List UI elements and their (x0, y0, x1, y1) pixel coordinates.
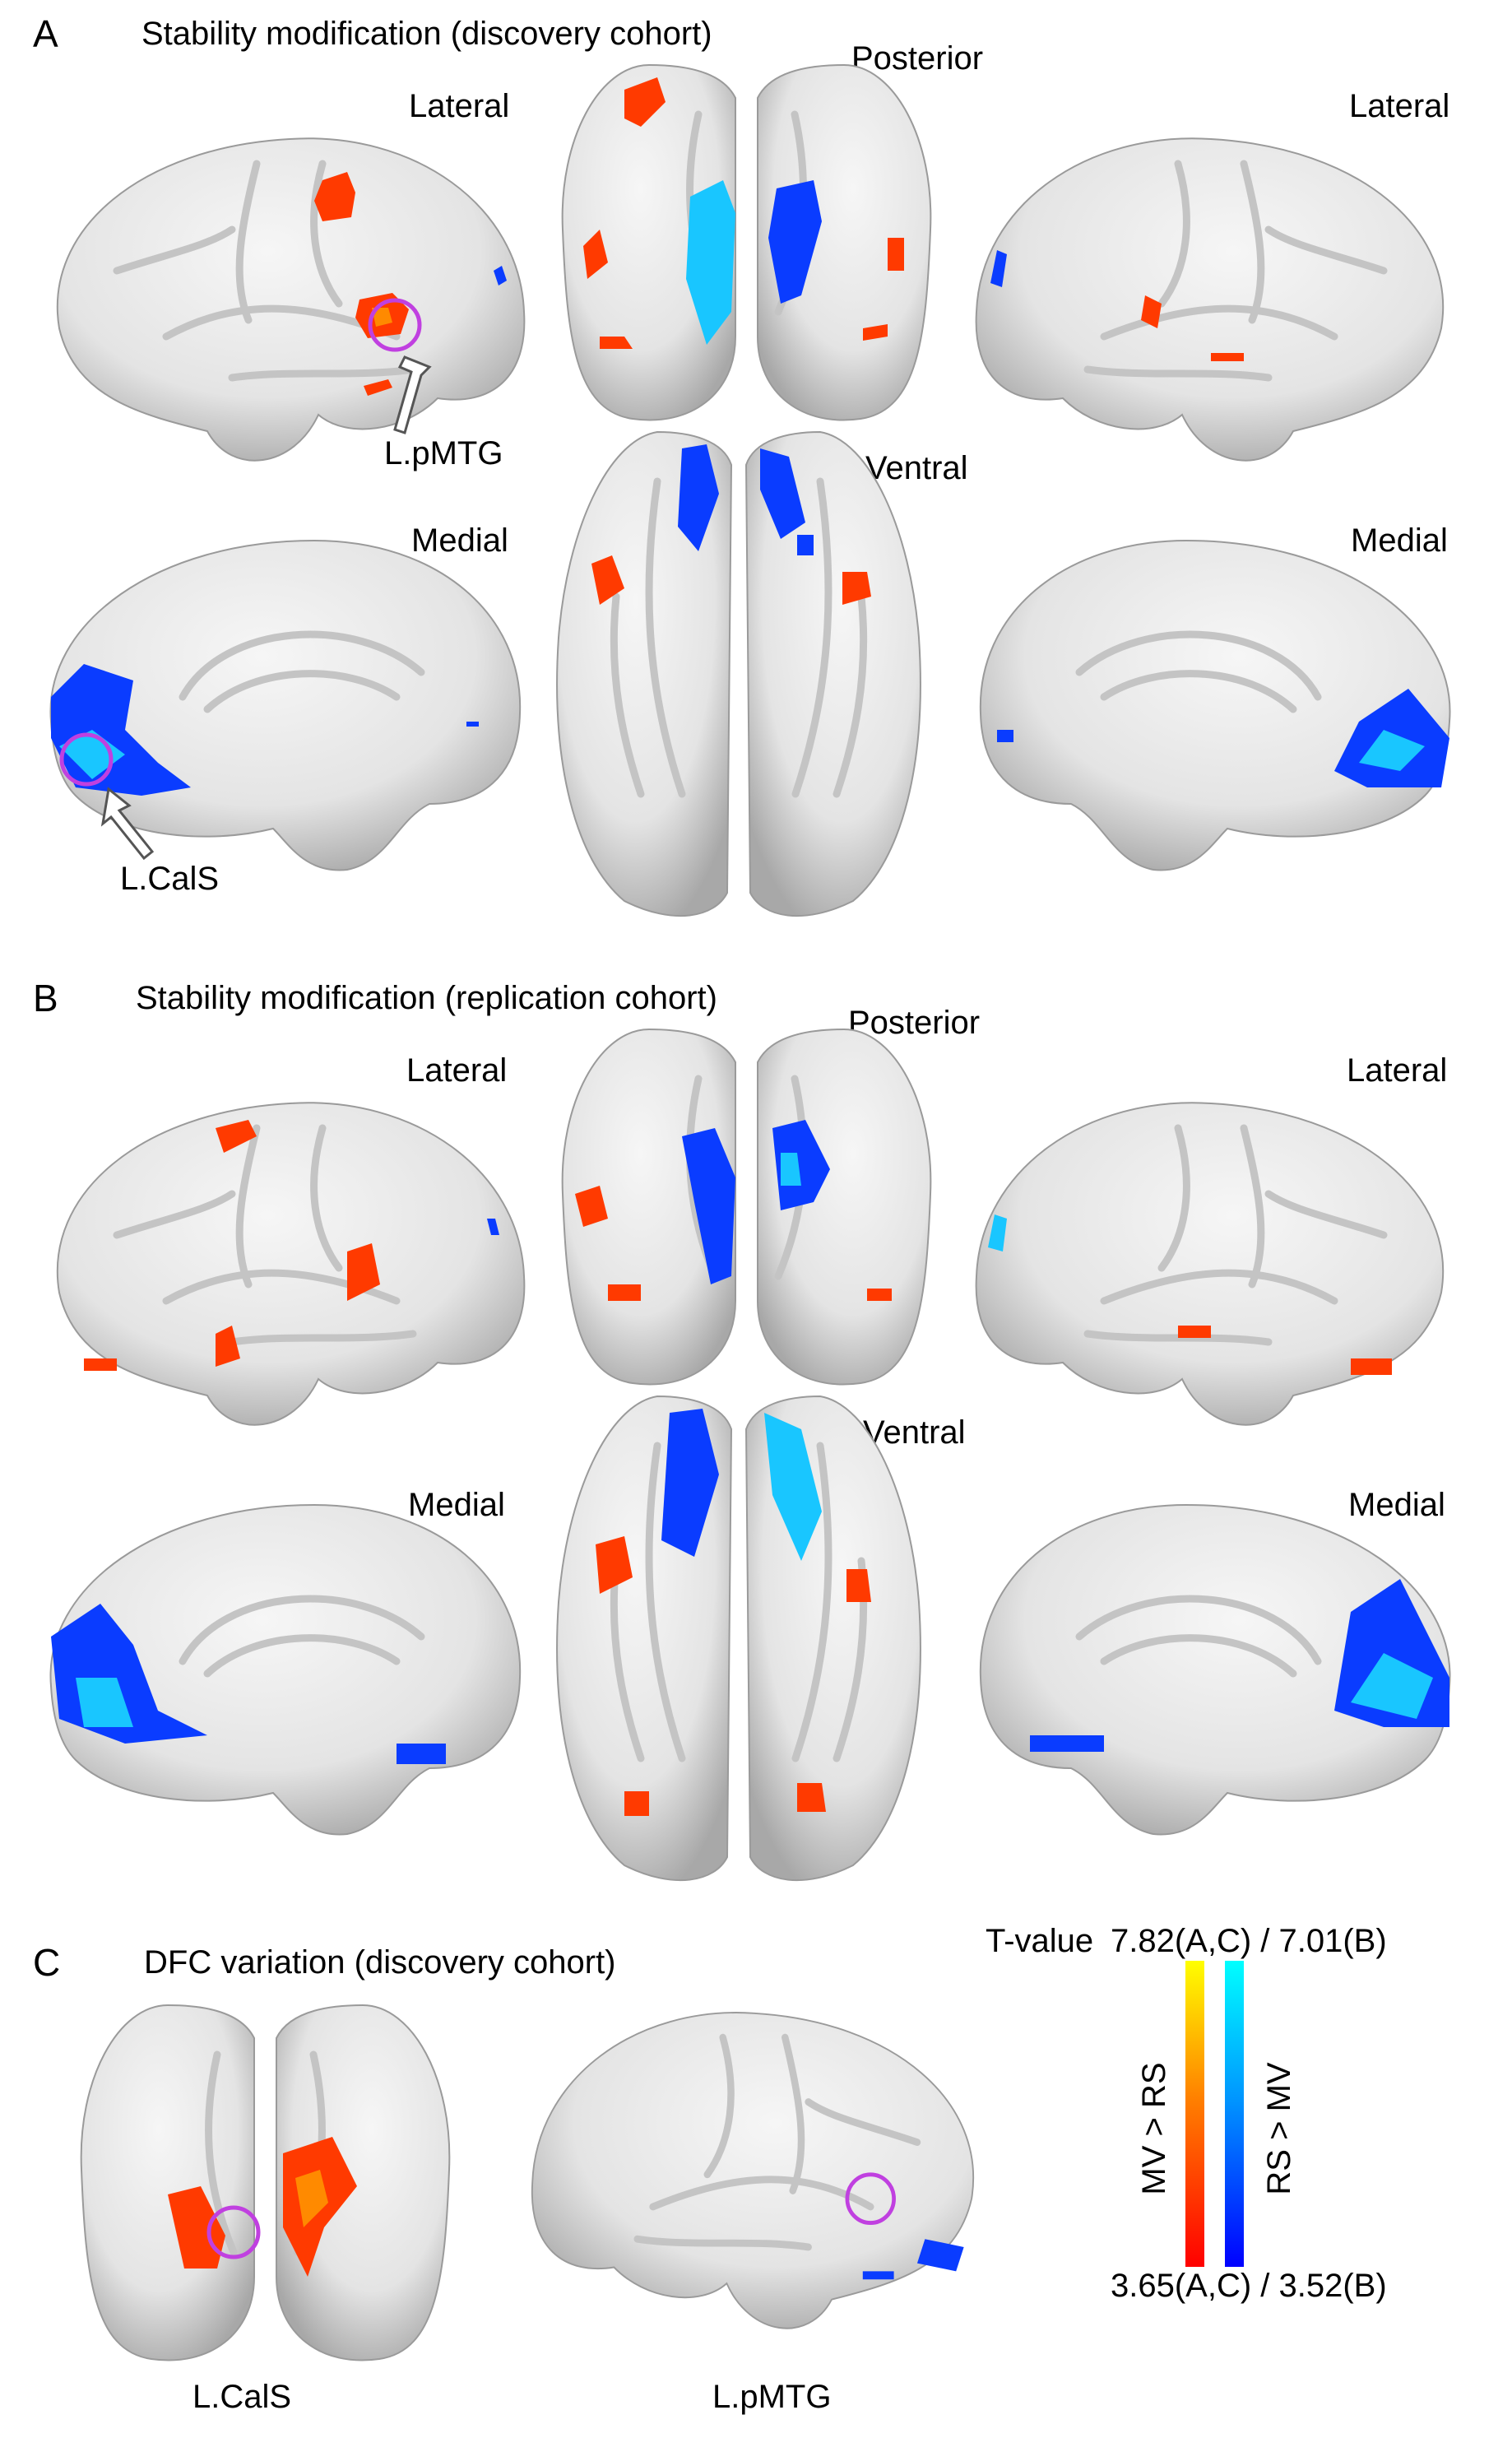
panel-c: C DFC variation (discovery cohort) L.Cal… (33, 1923, 1387, 2415)
brain-right-lateral (976, 1103, 1444, 1424)
annotation-pmtg: L.pMTG (384, 435, 503, 471)
view-label-medial-right: Medial (1348, 1487, 1445, 1523)
highlight-circle-pmtg (368, 298, 422, 352)
highlight-circle-cals (206, 2205, 261, 2259)
view-label-ventral: Ventral (865, 450, 968, 486)
highlight-circle-cals (59, 732, 114, 787)
brain-left-medial (50, 1505, 520, 1834)
annotation-pmtg: L.pMTG (712, 2379, 831, 2415)
highlight-circle-pmtg (845, 2172, 896, 2226)
brain-ventral (557, 432, 921, 916)
panel-c-letter: C (33, 1941, 60, 1984)
brain-left-medial (50, 541, 520, 870)
annotation-cals: L.CalS (192, 2379, 291, 2415)
colorbar-negative (1225, 1961, 1244, 2267)
brain-posterior (563, 1029, 931, 1385)
brain-posterior (563, 65, 931, 420)
colorbar-positive-label: MV > RS (1136, 2062, 1172, 2194)
view-label-medial-right: Medial (1351, 522, 1448, 559)
brain-posterior-cals (81, 2005, 450, 2361)
brain-left-lateral (58, 1103, 525, 1424)
colorbar-negative-label: RS > MV (1261, 2062, 1297, 2194)
panel-c-title: DFC variation (discovery cohort) (144, 1944, 616, 1981)
colorbar-min-label: 3.65(A,C) / 3.52(B) (1111, 2268, 1387, 2304)
colorbar: T-value 7.82(A,C) / 7.01(B) MV > RS RS >… (986, 1923, 1387, 2304)
arrow-cals-icon (100, 787, 155, 861)
brain-right-medial (981, 541, 1450, 870)
view-label-medial-left: Medial (408, 1487, 505, 1523)
colorbar-max-label: 7.82(A,C) / 7.01(B) (1111, 1923, 1387, 1959)
panel-a: A Stability modification (discovery coho… (33, 12, 1450, 916)
brain-right-medial (981, 1505, 1450, 1834)
panel-a-title: Stability modification (discovery cohort… (141, 16, 712, 52)
panel-b-letter: B (33, 977, 58, 1019)
panel-b-title: Stability modification (replication coho… (136, 980, 717, 1016)
arrow-pmtg-icon (393, 355, 432, 434)
view-label-lateral-right: Lateral (1347, 1052, 1447, 1089)
panel-b: B Stability modification (replication co… (33, 977, 1450, 1880)
brain-left-lateral (58, 138, 525, 460)
brain-lateral-pmtg (532, 2013, 973, 2329)
view-label-lateral-left: Lateral (409, 88, 509, 124)
view-label-medial-left: Medial (411, 522, 508, 559)
view-label-ventral: Ventral (863, 1414, 966, 1451)
view-label-posterior: Posterior (848, 1005, 980, 1041)
annotation-cals: L.CalS (120, 861, 219, 897)
colorbar-positive (1185, 1961, 1204, 2267)
view-label-lateral-right: Lateral (1349, 88, 1449, 124)
panel-a-letter: A (33, 12, 58, 55)
brain-ventral (557, 1396, 921, 1880)
colorbar-title: T-value (986, 1923, 1093, 1959)
brain-right-lateral (976, 138, 1444, 460)
view-label-lateral-left: Lateral (406, 1052, 507, 1089)
view-label-posterior: Posterior (851, 40, 983, 77)
